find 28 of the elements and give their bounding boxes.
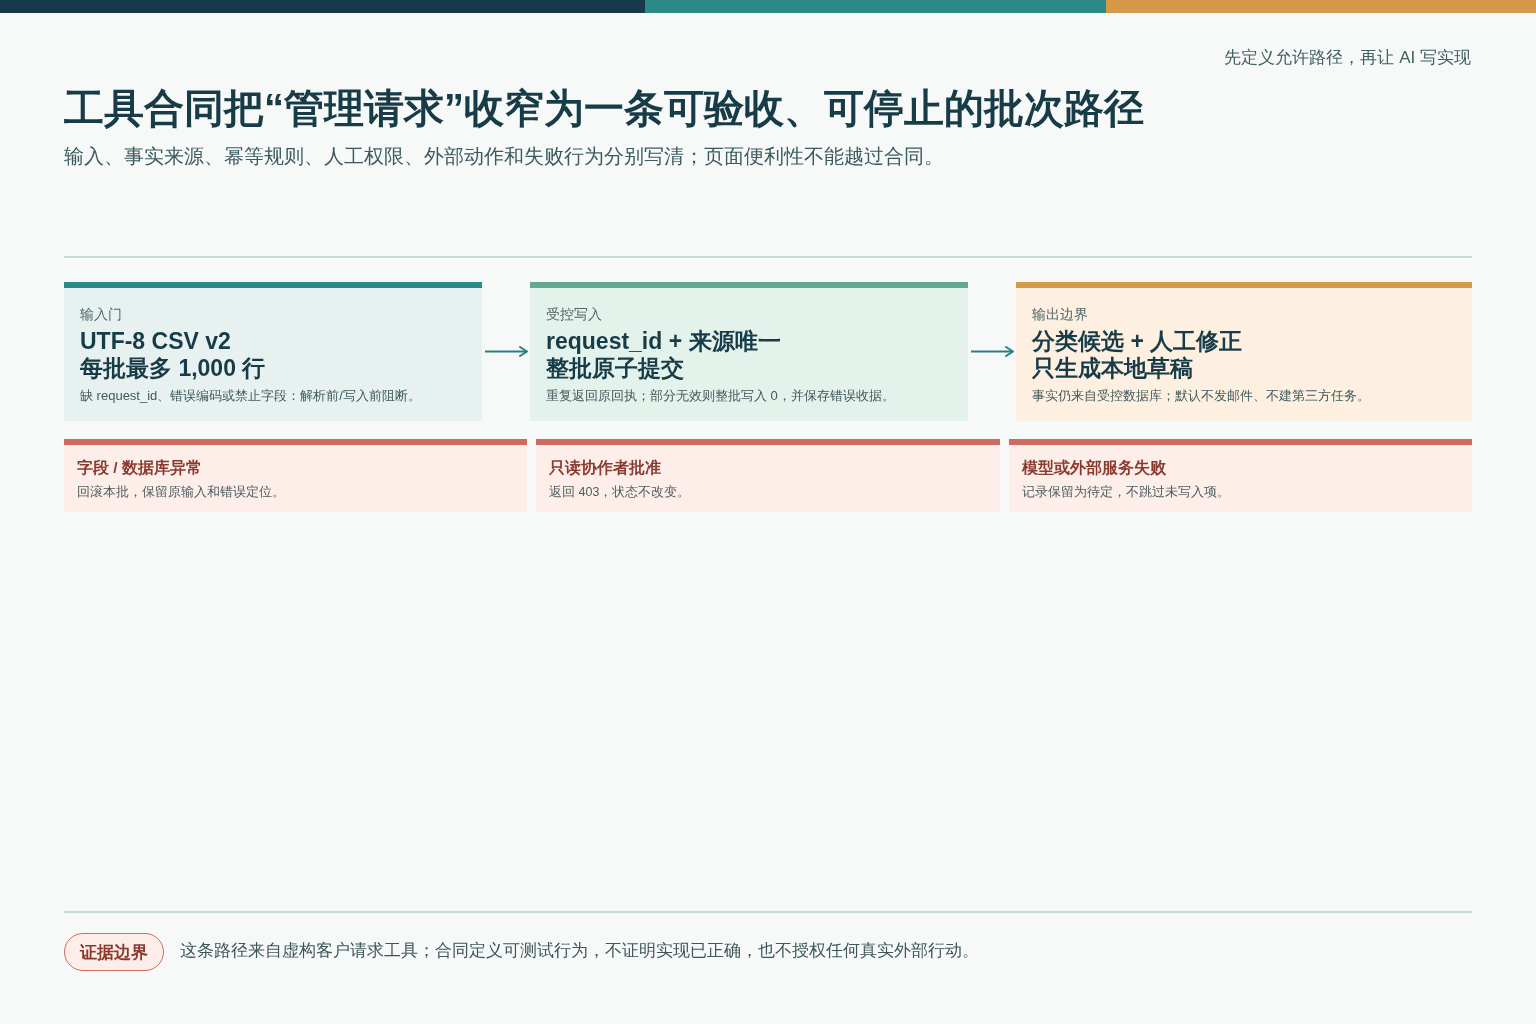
arrow (970, 346, 1014, 357)
failure-card (536, 439, 1000, 512)
failure-note: 回滚本批，保留原输入和错误定位。 (77, 484, 286, 501)
stage-label: 输入门 (80, 305, 123, 324)
failure-note: 返回 403，状态不改变。 (549, 484, 692, 501)
stage-card (64, 282, 482, 421)
failure-title: 模型或外部服务失败 (1022, 458, 1167, 478)
stage-heading: UTF-8 CSV v2 每批最多 1,000 行 (80, 328, 267, 382)
stage-card (1016, 282, 1472, 421)
failure-note: 记录保留为待定，不跳过未写入项。 (1022, 484, 1231, 501)
footer-note: 这条路径来自虚构客户请求工具；合同定义可测试行为，不证明实现已正确，也不授权任何真实外部行动。 (180, 940, 979, 962)
tagline: 先定义允许路径，再让 AI 写实现 (1224, 47, 1471, 69)
stage-note: 事实仍来自受控数据库；默认不发邮件、不建第三方任务。 (1032, 387, 1371, 405)
failure-title: 只读协作者批准 (549, 458, 662, 478)
stage-heading: 分类候选 + 人工修正只生成本地草稿 (1032, 328, 1244, 382)
stage-card (530, 282, 968, 421)
stage-note: 缺 request_id、错误编码或禁止字段：解析前/写入前阻断。 (80, 387, 422, 405)
stage-note: 重复返回原回执；部分无效则整批写入 0，并保存错误收据。 (546, 387, 896, 405)
failure-title: 字段 / 数据库异常 (77, 458, 203, 478)
subtitle: 输入、事实来源、幂等规则、人工权限、外部动作和失败行为分别写清；页面便利性不能越过合同。 (64, 144, 944, 169)
arrow (484, 346, 528, 357)
failure-card (64, 439, 527, 512)
page-title: 工具合同把“管理请求”收窄为一条可验收、可停止的批次路径 (64, 85, 1144, 132)
stage-label: 受控写入 (546, 305, 603, 324)
tag-pill: 证据边界 (64, 933, 164, 971)
stage-label: 输出边界 (1032, 305, 1089, 324)
stage-heading: request_id + 来源唯一整批原子提交 (546, 328, 782, 382)
failure-card (1009, 439, 1472, 512)
